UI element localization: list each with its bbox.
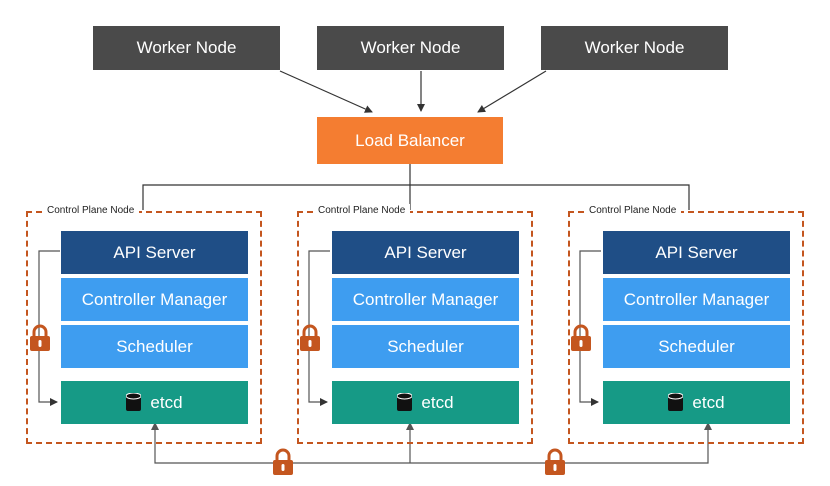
worker-1-arrow: [279, 70, 373, 113]
control-plane-node-2: Control Plane Node API Server Controller…: [297, 204, 533, 444]
scheduler: Scheduler: [61, 325, 248, 368]
lock-icon: [300, 324, 320, 351]
worker-node-label: Worker Node: [584, 38, 685, 57]
controller-manager: Controller Manager: [61, 278, 248, 321]
control-plane-node-1: Control Plane Node API Server Controller…: [26, 204, 262, 444]
worker-node-3: Worker Node: [541, 26, 728, 70]
database-icon: [397, 392, 413, 413]
worker-node-2: Worker Node: [317, 26, 504, 70]
lock-icon: [30, 324, 50, 351]
worker-node-label: Worker Node: [360, 38, 461, 57]
lb-to-control-planes: [142, 184, 690, 210]
database-icon: [126, 392, 142, 413]
lock-icon: [571, 324, 591, 351]
api-server: API Server: [603, 231, 790, 274]
controller-manager: Controller Manager: [603, 278, 790, 321]
database-icon: [668, 392, 684, 413]
etcd-interconnect: [154, 427, 709, 464]
lock-icon: [545, 448, 565, 475]
etcd-label: etcd: [692, 392, 725, 412]
control-plane-node-3: Control Plane Node API Server Controller…: [568, 204, 804, 444]
worker-node-1: Worker Node: [93, 26, 280, 70]
control-plane-label: Control Plane Node: [313, 204, 411, 218]
control-plane-label: Control Plane Node: [42, 204, 140, 218]
lock-icon: [273, 448, 293, 475]
api-server: API Server: [61, 231, 248, 274]
controller-manager: Controller Manager: [332, 278, 519, 321]
etcd: etcd: [61, 381, 248, 424]
etcd: etcd: [332, 381, 519, 424]
etcd-label: etcd: [150, 392, 183, 412]
etcd-label: etcd: [421, 392, 454, 412]
load-balancer: Load Balancer: [317, 117, 503, 164]
worker-node-label: Worker Node: [136, 38, 237, 57]
scheduler: Scheduler: [332, 325, 519, 368]
etcd: etcd: [603, 381, 790, 424]
api-server: API Server: [332, 231, 519, 274]
load-balancer-label: Load Balancer: [355, 130, 465, 150]
worker-3-arrow: [477, 70, 547, 113]
control-plane-label: Control Plane Node: [584, 204, 682, 218]
scheduler: Scheduler: [603, 325, 790, 368]
